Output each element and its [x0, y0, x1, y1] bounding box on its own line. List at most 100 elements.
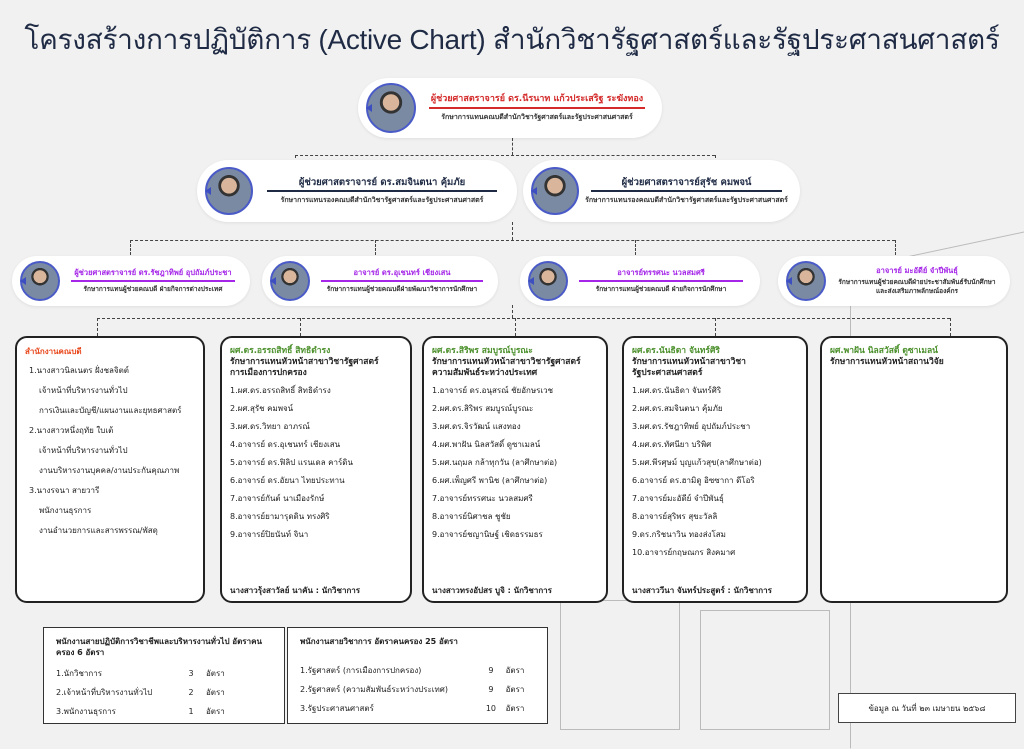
table-title: พนักงานสายปฏิบัติการวิชาชีพและบริหารงานท…: [56, 637, 262, 657]
member-item: 2.ผศ.ดร.สมจินตนา คุ้มภัย: [632, 404, 723, 413]
connector: [295, 155, 296, 163]
program-head: ผศ.ดร.สิริพร สมบูรณ์บูรณะ: [432, 346, 533, 356]
program-staff: นางสาวรุ้งสาวัลย์ นาคัน : นักวิชาการ: [230, 586, 361, 595]
assistant-name: อาจารย์ทรรศนะ นวลสมศรี: [617, 268, 705, 278]
dean-office-box: สำนักงานคณบดี 1.นางสาวนิลเนตร ฝั่งชลจิตต…: [15, 336, 205, 603]
program-box[interactable]: ผศ.ดร.อรรถสิทธิ์ สิทธิดำรงรักษาการแทนหัว…: [220, 336, 412, 603]
row-label: 1.นักวิชาการ: [56, 669, 102, 678]
row-label: 2.รัฐศาสตร์ (ความสัมพันธ์ระหว่างประเทศ): [300, 685, 448, 694]
row-label: 3.พนักงานธุรการ: [56, 707, 116, 716]
row-label: 3.รัฐประศาสนศาสตร์: [300, 704, 374, 713]
assistant-text: อาจารย์ มะอัดีย์ จำปีพันธุ์ รักษาการแทนผ…: [832, 256, 1002, 306]
row-count: 9: [488, 666, 494, 675]
academic-staff-table: พนักงานสายวิชาการ อัตราคนครอง 25 อัตรา 1…: [287, 627, 548, 724]
office-item: 1.นางสาวนิลเนตร ฝั่งชลจิตต์: [29, 366, 129, 375]
program-head-role: รักษาการแทนหัวหน้าสาขาวิชารัฐศาสตร์ ความ…: [432, 357, 581, 378]
row-label: 2.เจ้าหน้าที่บริหารงานทั่วไป: [56, 688, 153, 697]
member-item: 3.ผศ.ดร.รัชฎาทิพย์ อุปถัมภ์ประชา: [632, 422, 751, 431]
assistant-text: ผู้ช่วยศาสตราจารย์ ดร.รัชฎาทิพย์ อุปถัมภ…: [64, 256, 242, 306]
office-item: 2.นางสาวหนึ่งฤทัย ใบเต้: [29, 426, 114, 435]
office-item: เจ้าหน้าที่บริหารงานทั่วไป: [39, 386, 128, 395]
table-row: 2.รัฐศาสตร์ (ความสัมพันธ์ระหว่างประเทศ)9…: [300, 680, 535, 699]
assistant-role: รักษาการแทนผู้ช่วยคณบดีฝ่ายพัฒนาวิชาการน…: [326, 284, 478, 293]
connector: [715, 318, 716, 336]
deputy-photo: [531, 167, 579, 215]
connector: [97, 318, 98, 336]
assistant-card[interactable]: ผู้ช่วยศาสตราจารย์ ดร.รัชฎาทิพย์ อุปถัมภ…: [12, 256, 250, 306]
building-sketch: [700, 610, 830, 730]
assistant-role: รักษาการแทนผู้ช่วยคณบดีฝ่ายประชาสัมพันธ์…: [838, 278, 996, 296]
dean-name: ผู้ช่วยศาสตราจารย์ ดร.นีรนาท แก้วประเสริ…: [430, 93, 644, 104]
office-list: 1.นางสาวนิลเนตร ฝั่งชลจิตต์เจ้าหน้าที่บร…: [25, 365, 195, 536]
member-item: 7.อาจารย์กันต์ นาเมืองรักษ์: [230, 494, 325, 503]
assistant-role: รักษาการแทนผู้ช่วยคณบดี ฝ่ายกิจการต่างปร…: [83, 284, 223, 293]
name-underline: [321, 279, 483, 282]
program-head: ผศ.ดร.นันธิดา จันทร์ศิริ: [632, 346, 720, 356]
assistant-role: รักษาการแทนผู้ช่วยคณบดี ฝ่ายกิจการนักศึก…: [595, 284, 727, 293]
member-item: 8.อาจารย์สุริพร สุขะวัลลิ: [632, 512, 718, 521]
row-unit: อัตรา: [505, 704, 525, 713]
member-item: 9.ดร.กริชนาวิน ทองส่งโสม: [632, 530, 726, 539]
deputy-role: รักษาการแทนรองคณบดีสำนักวิชารัฐศาสตร์และ…: [280, 196, 484, 205]
member-item: 6.อาจารย์ ดร.ฮามิดู อิซซากา ดีโอริ: [632, 476, 755, 485]
program-staff: นางสาวทรงอัปสร บูจิ : นักวิชาการ: [432, 586, 552, 595]
member-item: 5.ผศ.นฤมล กล้าทุกวัน (ลาศึกษาต่อ): [432, 458, 558, 467]
office-item: 3.นางรจนา สายวารี: [29, 486, 100, 495]
deputy-card[interactable]: ผู้ช่วยศาสตราจารย์ ดร.สมจินตนา คุ้มภัย ร…: [197, 160, 517, 222]
program-box[interactable]: ผศ.ดร.นันธิดา จันทร์ศิริรักษาการแทนหัวหน…: [622, 336, 808, 603]
assistant-photo: [786, 261, 826, 301]
member-item: 9.อาจารย์ปิยนันท์ จินา: [230, 530, 309, 539]
member-item: 8.อาจารย์ยามารุดดิน ทรงศิริ: [230, 512, 330, 521]
member-item: 5.อาจารย์ ดร.ฟิลิป แรนเดล คาร์ดิน: [230, 458, 353, 467]
name-underline: [429, 107, 645, 110]
assistant-photo: [528, 261, 568, 301]
connector: [512, 222, 513, 240]
deputy-role: รักษาการแทนรองคณบดีสำนักวิชารัฐศาสตร์และ…: [585, 196, 788, 205]
deputy-card[interactable]: ผู้ช่วยศาสตราจารย์สุรัช คมพจน์ รักษาการแ…: [523, 160, 800, 222]
assistant-name: ผู้ช่วยศาสตราจารย์ ดร.รัชฎาทิพย์ อุปถัมภ…: [74, 268, 232, 278]
member-item: 3.ผศ.ดร.จิรวัฒน์ แสงทอง: [432, 422, 521, 431]
member-item: 1.ผศ.ดร.อรรถสิทธิ์ สิทธิดำรง: [230, 386, 331, 395]
member-item: 6.อาจารย์ ดร.อัยนา ไทยประทาน: [230, 476, 345, 485]
member-item: 2.ผศ.ดร.สิริพร สมบูรณ์บูรณะ: [432, 404, 534, 413]
data-date-note: ข้อมูล ณ วันที่ ๒๓ เมษายน ๒๕๖๘: [838, 693, 1016, 723]
program-box[interactable]: ผศ.พาฝัน นิลสวัสดิ์ ดูซาเมลน์รักษาการแทน…: [820, 336, 1008, 603]
program-head-role: รักษาการแทนหัวหน้าสาขาวิชารัฐศาสตร์ การเ…: [230, 357, 379, 378]
row-count: 1: [188, 707, 194, 716]
connector: [895, 240, 896, 255]
member-item: 3.ผศ.ดร.วิทยา อาภรณ์: [230, 422, 310, 431]
assistant-card[interactable]: อาจารย์ทรรศนะ นวลสมศรี รักษาการแทนผู้ช่ว…: [520, 256, 760, 306]
assistant-name: อาจารย์ มะอัดีย์ จำปีพันธุ์: [876, 265, 958, 275]
dean-role: รักษาการแทนคณบดีสำนักวิชารัฐศาสตร์และรัฐ…: [441, 113, 633, 122]
dean-card[interactable]: ผู้ช่วยศาสตราจารย์ ดร.นีรนาท แก้วประเสริ…: [358, 78, 662, 138]
member-item: 6.ผศ.เพ็ญศรี พานิช (ลาศึกษาต่อ): [432, 476, 548, 485]
dean-photo: [366, 83, 416, 133]
member-item: 4.ผศ.ดร.ทัศนียา บริพิศ: [632, 440, 712, 449]
member-item: 9.อาจารย์ชญานิษฐ์ เชิดธรรมธร: [432, 530, 543, 539]
row-label: 1.รัฐศาสตร์ (การเมืองการปกครอง): [300, 666, 422, 675]
table-title: พนักงานสายวิชาการ อัตราคนครอง 25 อัตรา: [300, 637, 458, 646]
assistant-card[interactable]: อาจารย์ มะอัดีย์ จำปีพันธุ์ รักษาการแทนผ…: [778, 256, 1010, 306]
name-underline: [267, 190, 497, 193]
row-unit: อัตรา: [206, 688, 225, 697]
member-item: 8.อาจารย์นิศาชล ชูชัย: [432, 512, 511, 521]
program-box[interactable]: ผศ.ดร.สิริพร สมบูรณ์บูรณะรักษาการแทนหัวห…: [422, 336, 608, 603]
connector: [950, 318, 951, 336]
dean-text: ผู้ช่วยศาสตราจารย์ ดร.นีรนาท แก้วประเสริ…: [420, 78, 654, 138]
member-item: 1.อาจารย์ ดร.อนุสรณ์ ชัยอักษรเวช: [432, 386, 554, 395]
assistant-card[interactable]: อาจารย์ ดร.อุเชนทร์ เชียงเสน รักษาการแทน…: [262, 256, 498, 306]
member-item: 4.ผศ.พาฝัน นิลสวัสดิ์ ดูซาเมลน์: [432, 440, 541, 449]
office-item: การเงินและบัญชี/แผนงานและยุทธศาสตร์: [39, 406, 182, 415]
connector: [300, 318, 301, 336]
member-item: 7.อาจารย์มะอัดีย์ จำปีพันธุ์: [632, 494, 724, 503]
connector: [715, 155, 716, 163]
member-item: 4.อาจารย์ ดร.อุเชนทร์ เชียงเสน: [230, 440, 341, 449]
member-item: 1.ผศ.ดร.นันธิดา จันทร์ศิริ: [632, 386, 722, 395]
deputy-name: ผู้ช่วยศาสตราจารย์สุรัช คมพจน์: [621, 176, 752, 188]
office-title: สำนักงานคณบดี: [25, 347, 82, 356]
connector: [512, 305, 513, 318]
